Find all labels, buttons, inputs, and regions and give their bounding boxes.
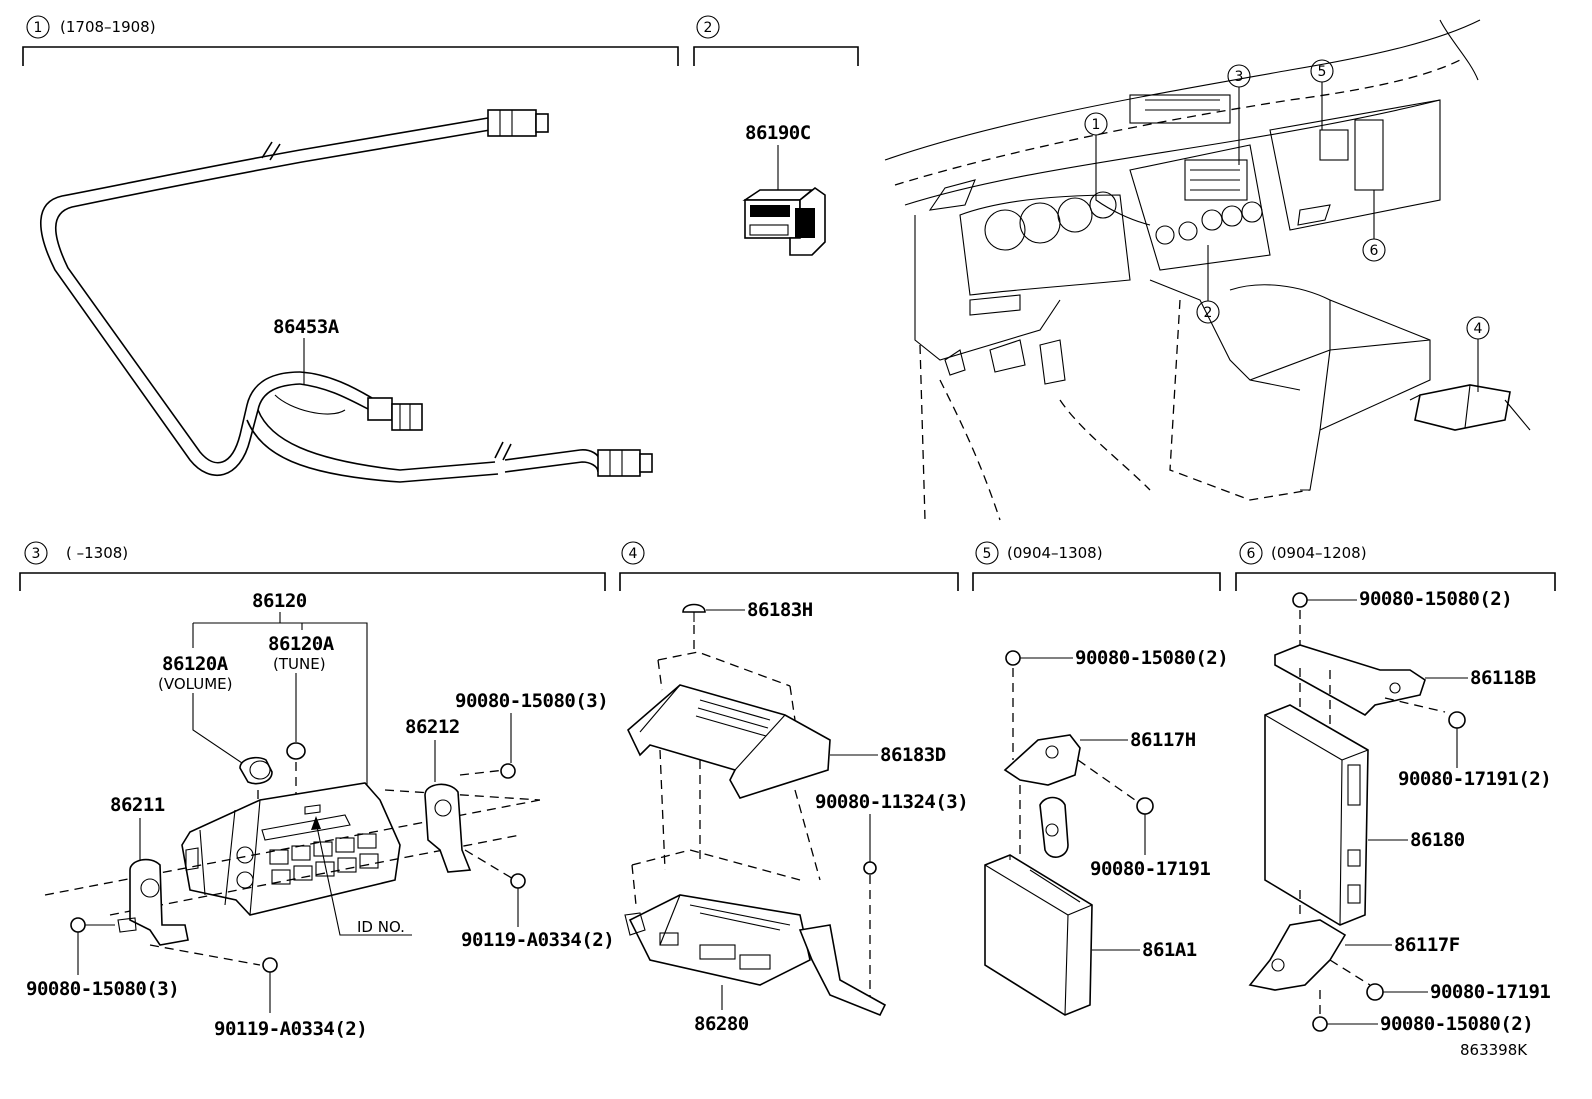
part-86453A: 86453A bbox=[273, 316, 340, 338]
part-90080-17191-s5: 90080-17191 bbox=[1090, 858, 1210, 880]
svg-text:3: 3 bbox=[1235, 69, 1244, 85]
part-90080-11324: 90080-11324(3) bbox=[815, 791, 968, 813]
part-86190C: 86190C bbox=[745, 122, 811, 144]
overview-callout-4: 4 bbox=[1466, 316, 1490, 392]
section-1-range: (1708–1908) bbox=[60, 18, 156, 36]
part-86120A-tune: 86120A bbox=[268, 633, 335, 655]
svg-text:4: 4 bbox=[1474, 321, 1483, 337]
bolt-s5: 90080-15080(2) bbox=[1005, 647, 1229, 760]
svg-text:2: 2 bbox=[1204, 305, 1213, 321]
screw-s4: 90080-11324(3) bbox=[815, 791, 969, 1000]
part-86211: 86211 bbox=[110, 794, 165, 816]
screw-bottom: 90119-A0334(2) bbox=[214, 957, 368, 1040]
nut-s6-top: 90080-17191(2) bbox=[1398, 711, 1552, 790]
switch-part: 86190C bbox=[742, 122, 826, 256]
part-90119-A0334-right: 90119-A0334(2) bbox=[461, 929, 614, 951]
part-90119-A0334-bottom: 90119-A0334(2) bbox=[214, 1018, 367, 1040]
bolt-top-right: 90080-15080(3) bbox=[455, 690, 609, 779]
module-861A1: 861A1 bbox=[984, 854, 1197, 1016]
bracket-86118B: 86118B bbox=[1274, 644, 1536, 740]
part-90080-15080-s5: 90080-15080(2) bbox=[1075, 647, 1228, 669]
bracket-86117H: 86117H bbox=[1003, 729, 1196, 860]
nut-s6-bottom: 90080-17191 bbox=[1366, 981, 1551, 1003]
wire-harness bbox=[39, 109, 653, 483]
part-86120: 86120 bbox=[252, 590, 307, 612]
svg-text:6: 6 bbox=[1370, 243, 1379, 259]
overview-callout-6: 6 bbox=[1362, 190, 1386, 262]
part-86183D: 86183D bbox=[880, 744, 946, 766]
overview-callout-3: 3 bbox=[1227, 64, 1251, 165]
part-86117H: 86117H bbox=[1130, 729, 1196, 751]
part-861A1: 861A1 bbox=[1142, 939, 1197, 961]
overview-callout-2: 2 bbox=[1196, 245, 1220, 324]
bolt-s6-bottom: 90080-15080(2) bbox=[1312, 1013, 1534, 1035]
nut-s5: 90080-17191 bbox=[1090, 797, 1211, 880]
svg-text:1: 1 bbox=[1092, 117, 1101, 133]
amplifier-86280: 86280 bbox=[624, 849, 887, 1035]
part-86183H: 86183H bbox=[747, 599, 813, 621]
section-5-header: 5 (0904–1308) bbox=[972, 541, 1221, 591]
section-1-number: 1 bbox=[34, 20, 43, 36]
dashboard-overview bbox=[884, 19, 1531, 521]
part-86212: 86212 bbox=[405, 716, 460, 738]
section-1-header: 1 (1708–1908) bbox=[22, 15, 679, 66]
svg-text:5: 5 bbox=[1318, 64, 1327, 80]
section-4-header: 4 bbox=[619, 541, 959, 591]
section-6-number: 6 bbox=[1247, 546, 1256, 562]
drawing-code: 863398K bbox=[1460, 1041, 1528, 1059]
part-90080-15080-s6-top: 90080-15080(2) bbox=[1359, 588, 1512, 610]
bolt-left: 90080-15080(3) bbox=[26, 917, 180, 1000]
id-no-label: ID NO. bbox=[357, 918, 405, 936]
module-86180: 86180 bbox=[1264, 704, 1465, 926]
section-3-header: 3 ( –1308) bbox=[19, 541, 606, 591]
part-90080-15080-left: 90080-15080(3) bbox=[26, 978, 179, 1000]
screw-right: 90119-A0334(2) bbox=[461, 873, 615, 951]
part-86117F: 86117F bbox=[1394, 934, 1460, 956]
volume-note: (VOLUME) bbox=[158, 675, 233, 693]
part-86118B: 86118B bbox=[1470, 667, 1536, 689]
part-90080-15080-s6-bottom: 90080-15080(2) bbox=[1380, 1013, 1533, 1035]
bracket-86117F: 86117F bbox=[1248, 919, 1460, 1015]
radio-assembly: 86120 86120A (VOLUME) 86120A (TUNE) bbox=[44, 590, 541, 936]
part-86120A-volume: 86120A bbox=[162, 653, 229, 675]
part-86180: 86180 bbox=[1410, 829, 1465, 851]
part-90080-17191-s6-top: 90080-17191(2) bbox=[1398, 768, 1551, 790]
bolt-s6-top: 90080-15080(2) bbox=[1292, 588, 1513, 650]
overview-callout-1: 1 bbox=[1084, 112, 1151, 226]
harness-label: 86453A bbox=[273, 316, 340, 384]
section-4-number: 4 bbox=[629, 546, 638, 562]
section-3-range: ( –1308) bbox=[66, 544, 128, 562]
cover-86183D: 86183D bbox=[627, 651, 946, 881]
section-2-number: 2 bbox=[704, 20, 713, 36]
clip-86183H: 86183H bbox=[682, 599, 813, 655]
tune-note: (TUNE) bbox=[273, 655, 326, 673]
bracket-86211: 86211 bbox=[110, 794, 261, 966]
section-2-header: 2 bbox=[693, 15, 859, 66]
part-86280: 86280 bbox=[694, 1013, 749, 1035]
section-3-number: 3 bbox=[32, 546, 41, 562]
overview-callout-5: 5 bbox=[1310, 59, 1334, 130]
section-5-number: 5 bbox=[983, 546, 992, 562]
part-90080-17191-s6-bottom: 90080-17191 bbox=[1430, 981, 1550, 1003]
bracket-86212: 86212 bbox=[405, 716, 516, 881]
section-5-range: (0904–1308) bbox=[1007, 544, 1103, 562]
section-6-range: (0904–1208) bbox=[1271, 544, 1367, 562]
part-90080-15080-top-right: 90080-15080(3) bbox=[455, 690, 608, 712]
section-6-header: 6 (0904–1208) bbox=[1235, 541, 1556, 591]
